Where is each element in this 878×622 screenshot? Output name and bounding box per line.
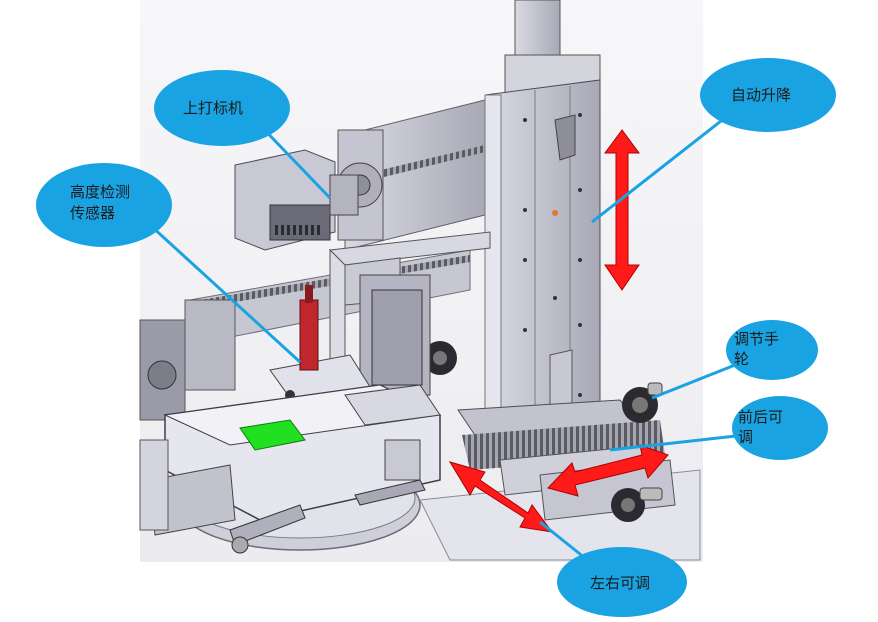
callout-handwheel-line1: 调节手 xyxy=(734,330,779,348)
callout-left-right: 左右可调 xyxy=(557,547,687,617)
callout-front-back-line1: 前后可 xyxy=(738,408,783,426)
callout-auto-lift: 自动升降 xyxy=(700,58,836,132)
callout-handwheel-line2: 轮 xyxy=(734,350,749,368)
callout-auto-lift-label: 自动升降 xyxy=(731,86,791,104)
callout-height-sensor-line1: 高度检测 xyxy=(70,183,130,201)
callout-front-back-line2: 调 xyxy=(738,428,753,446)
callout-top-marker: 上打标机 xyxy=(154,70,290,146)
callout-top-marker-label: 上打标机 xyxy=(183,99,243,117)
callout-left-right-label: 左右可调 xyxy=(590,574,650,592)
machine-illustration xyxy=(139,0,703,562)
callout-height-sensor-line2: 传感器 xyxy=(70,204,115,222)
handwheel-icon xyxy=(622,382,663,423)
callout-front-back: 前后可 调 xyxy=(732,396,828,460)
callout-height-sensor: 高度检测 传感器 xyxy=(36,163,172,247)
callout-handwheel: 调节手 轮 xyxy=(726,320,818,380)
double-arrow-vertical-icon xyxy=(604,129,640,291)
double-arrow-horizontal-icon xyxy=(547,444,669,497)
